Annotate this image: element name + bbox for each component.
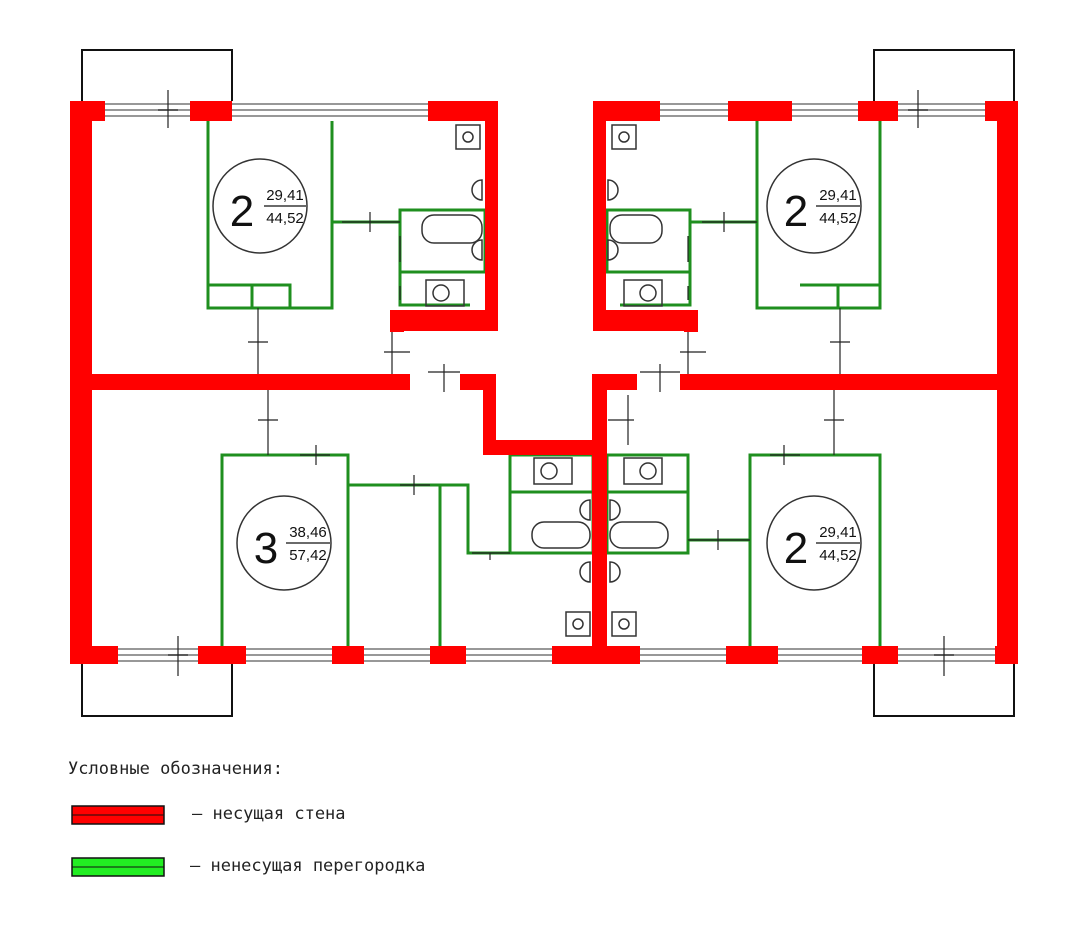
- fixtures: [421, 124, 669, 637]
- balcony-top-left: [81, 49, 233, 101]
- total-area: 44,52: [819, 547, 857, 564]
- stove-icon: [579, 561, 591, 583]
- total-area: 57,42: [289, 547, 327, 564]
- balconies: [81, 49, 1015, 717]
- living-area: 38,46: [289, 524, 327, 541]
- sink-icon: [611, 124, 637, 150]
- apt-label-bottom-right: 2 29,41 44,52: [766, 495, 862, 591]
- toilet-icon: [425, 279, 465, 307]
- bathtub-icon: [609, 521, 669, 549]
- total-area: 44,52: [819, 210, 857, 227]
- sink-icon: [455, 124, 481, 150]
- windows: [105, 103, 995, 662]
- toilet-icon: [533, 457, 573, 485]
- bathtub-icon: [421, 214, 483, 244]
- legend-label-partition: – ненесущая перегородка: [190, 856, 426, 876]
- stove-icon: [471, 239, 483, 261]
- door-marks: [158, 90, 954, 676]
- room-count: 2: [784, 187, 808, 236]
- apt-label-bottom-left: 3 38,46 57,42: [236, 495, 332, 591]
- toilet-icon: [623, 279, 663, 307]
- legend-label-bearing-wall: – несущая стена: [192, 804, 346, 824]
- balcony-bottom-right: [873, 664, 1015, 717]
- balcony-top-right: [873, 49, 1015, 101]
- room-count: 2: [230, 187, 254, 236]
- bearing-walls: [70, 101, 1018, 664]
- stove-icon: [609, 499, 621, 521]
- stove-icon: [579, 499, 591, 521]
- sink-icon: [565, 611, 591, 637]
- legend-swatches: [71, 805, 165, 877]
- stove-icon: [471, 179, 483, 201]
- sink-icon: [611, 611, 637, 637]
- room-count: 3: [254, 524, 278, 573]
- stove-icon: [607, 179, 619, 201]
- living-area: 29,41: [266, 187, 304, 204]
- stove-icon: [607, 239, 619, 261]
- bathtub-icon: [531, 521, 591, 549]
- stove-icon: [609, 561, 621, 583]
- room-count: 2: [784, 524, 808, 573]
- balcony-bottom-left: [81, 664, 233, 717]
- apt-label-top-right: 2 29,41 44,52: [766, 158, 862, 254]
- apt-label-top-left: 2 29,41 44,52: [212, 158, 308, 254]
- toilet-icon: [623, 457, 663, 485]
- total-area: 44,52: [266, 210, 304, 227]
- living-area: 29,41: [819, 187, 857, 204]
- bathtub-icon: [609, 214, 663, 244]
- legend-title: Условные обозначения:: [68, 759, 283, 779]
- living-area: 29,41: [819, 524, 857, 541]
